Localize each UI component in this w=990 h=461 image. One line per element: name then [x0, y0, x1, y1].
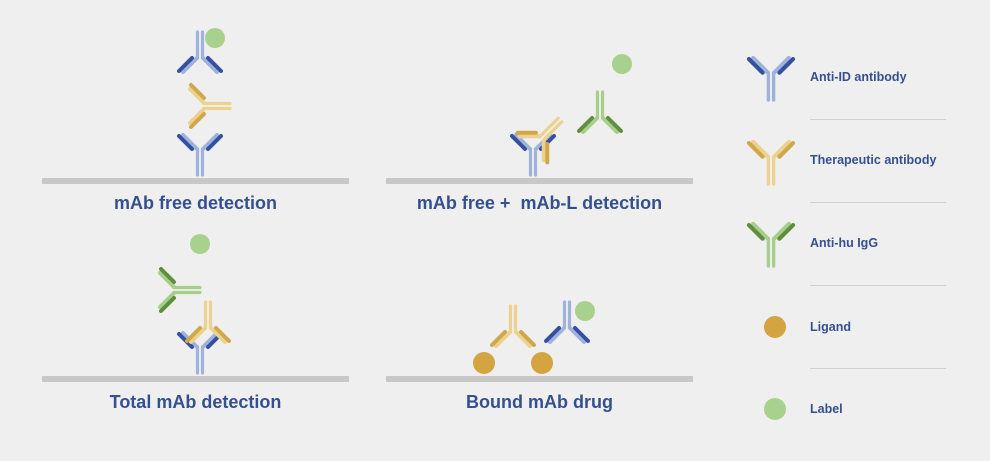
caption-part-b: mAb-L detection — [520, 193, 663, 213]
caption-bound-mab: Bound mAb drug — [466, 392, 613, 412]
label-icon — [575, 301, 595, 321]
panel-total-mab — [42, 234, 349, 382]
anti-id-antibody — [177, 133, 223, 177]
surface-plate — [386, 376, 693, 382]
therapeutic-antibody-icon — [749, 142, 793, 184]
label-icon — [190, 234, 210, 254]
legend-divider — [810, 119, 946, 120]
panel-mab-free-l — [386, 54, 693, 184]
anti-hu-igg-icon — [749, 224, 793, 266]
caption-mab-free-l: mAb free + mAb-L detection — [386, 193, 693, 214]
panel-mab-free — [42, 28, 349, 184]
legend-icons — [749, 58, 793, 420]
therapeutic-antibody — [490, 304, 536, 348]
anti-hu-igg — [577, 90, 623, 134]
legend-label-ligand: Ligand — [810, 320, 851, 334]
legend-label-anti-hu: Anti-hu IgG — [810, 236, 879, 250]
ligand-icon — [531, 352, 553, 374]
caption-mab-free: mAb free detection — [113, 193, 278, 213]
legend-divider — [810, 285, 946, 286]
ligand-icon — [764, 316, 786, 338]
anti-hu-igg — [158, 267, 202, 313]
caption-part-a: mAb free + — [416, 193, 511, 213]
panel-bound-mab — [386, 300, 693, 382]
legend-label-therapeutic: Therapeutic antibody — [810, 153, 937, 167]
caption-total-mab: Total mAb detection — [109, 392, 282, 412]
surface-plate — [386, 178, 693, 184]
surface-plate — [42, 178, 349, 184]
anti-id-antibody — [177, 331, 223, 375]
ligand-icon — [473, 352, 495, 374]
therapeutic-antibody — [185, 300, 231, 344]
label-icon — [612, 54, 632, 74]
therapeutic-antibody — [517, 105, 575, 163]
label-icon — [205, 28, 225, 48]
therapeutic-antibody — [188, 83, 232, 129]
legend-label-label: Label — [810, 402, 843, 416]
legend-divider — [810, 368, 946, 369]
label-icon — [764, 398, 786, 420]
legend-divider — [810, 202, 946, 203]
legend-label-anti-id: Anti-ID antibody — [810, 70, 907, 84]
surface-plate — [42, 376, 349, 382]
anti-id-antibody-icon — [749, 58, 793, 100]
